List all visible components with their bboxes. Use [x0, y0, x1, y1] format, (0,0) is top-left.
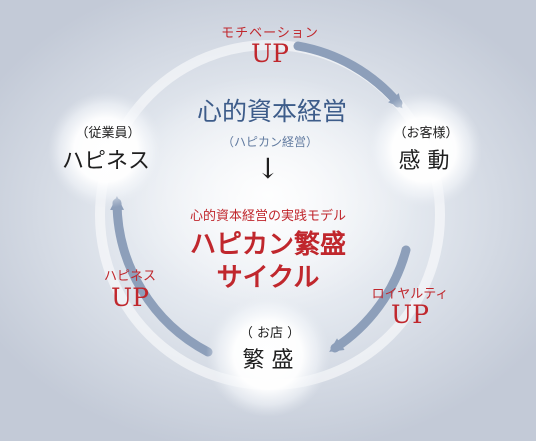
arrow-motivation [293, 41, 403, 109]
center-glow [118, 75, 418, 315]
node-customers-large: 感 動 [398, 149, 450, 174]
cycle-title-line2: サイクル [216, 263, 320, 293]
arrow-right-small: ロイヤルティ [371, 287, 449, 302]
node-employees-small: （従業員） [75, 126, 141, 141]
arrow-right-large: UP [391, 300, 429, 329]
center-subtitle: （ハピカン経営） [221, 135, 319, 149]
arrow-happiness [110, 196, 213, 357]
node-store-small: （ お店 ） [239, 326, 301, 341]
node-store-glow [206, 293, 330, 417]
practice-label: 心的資本経営の実践モデル [189, 209, 347, 224]
cycle-title-line1: ハピカン繁盛 [189, 230, 347, 260]
arrow-left-large: UP [111, 283, 149, 312]
node-store-large: 繁 盛 [242, 348, 294, 373]
node-customers-small: （お客様） [393, 126, 459, 141]
arrow-loyalty [329, 245, 411, 353]
center-title: 心的資本経営 [196, 97, 348, 126]
node-employees-glow [48, 92, 164, 208]
arrow-left-small: ハピネス [103, 269, 157, 284]
arrow-top-small: モチベーション [221, 26, 319, 41]
center-down-arrow: ↓ [256, 152, 280, 185]
arrow-top-large: UP [251, 39, 289, 68]
node-employees-large: ハピネス [61, 149, 151, 174]
node-customers-glow [366, 92, 482, 208]
